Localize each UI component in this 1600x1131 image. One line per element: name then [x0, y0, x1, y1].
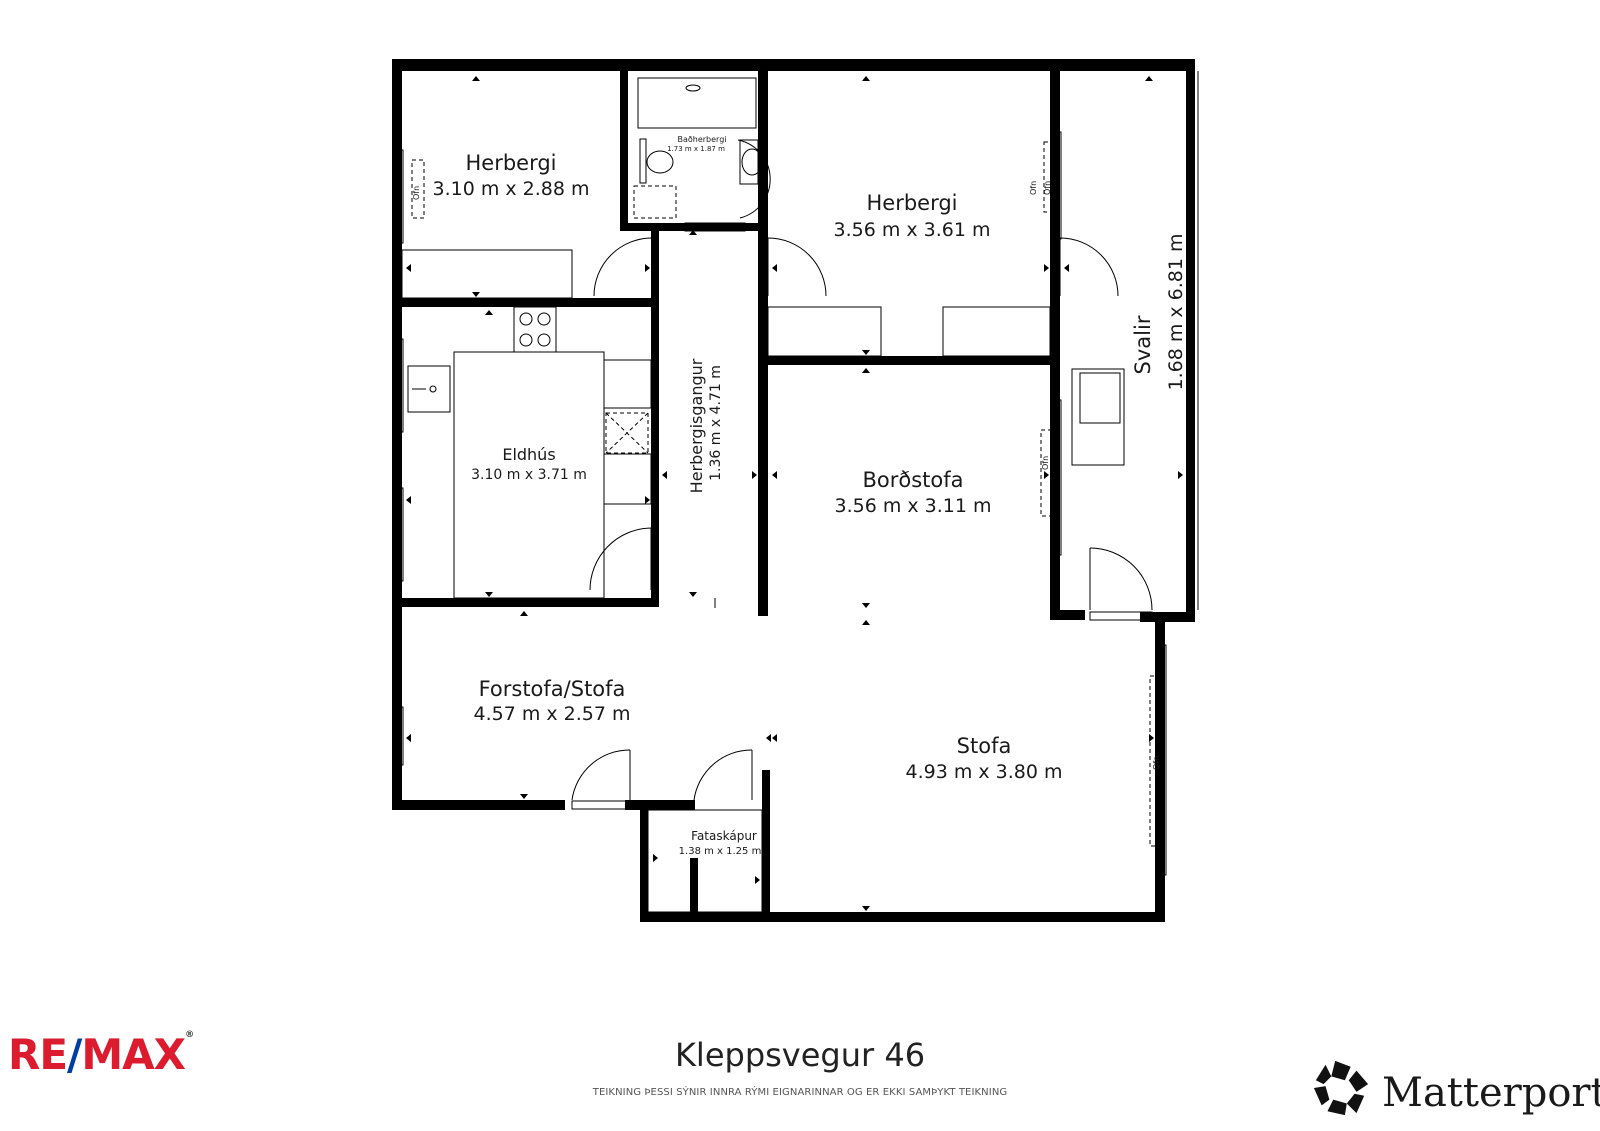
room-dim-svalir: 1.68 m x 6.81 m [1165, 233, 1187, 390]
room-dim-herbergi-1: 3.10 m x 2.88 m [432, 178, 589, 200]
matterport-logo-icon [1313, 1060, 1369, 1116]
remax-text-slash: / [67, 1030, 82, 1079]
room-label-herbergisgangur: Herbergisgangur [687, 358, 706, 493]
remax-registered-mark: ® [185, 1030, 194, 1040]
room-labels: Herbergi 3.10 m x 2.88 m Baðherbergi 1.7… [432, 135, 1187, 857]
room-label-herbergi-1: Herbergi [465, 151, 556, 175]
radiator-label: Ofn [412, 186, 421, 200]
room-label-herbergi-2: Herbergi [866, 191, 957, 215]
radiator-labels: Ofn Ofn Ofn Ofn Ofn [412, 181, 1161, 770]
room-label-forstofa: Forstofa/Stofa [479, 677, 626, 701]
room-label-svalir: Svalir [1131, 315, 1155, 374]
room-dim-stofa: 4.93 m x 3.80 m [905, 761, 1062, 783]
room-label-badherbergi: Baðherbergi [677, 135, 726, 144]
room-label-fataskapur: Fataskápur [691, 829, 757, 843]
remax-text-left: RE [8, 1030, 68, 1079]
room-label-stofa: Stofa [957, 734, 1012, 758]
room-label-bordstofa: Borðstofa [862, 468, 963, 492]
room-dim-eldhus: 3.10 m x 3.71 m [471, 467, 587, 483]
radiator-label: Ofn [1043, 181, 1052, 195]
disclaimer-note: TEIKNING ÞESSI SÝNIR INNRA RÝMI EIGNARIN… [592, 1087, 1008, 1098]
room-dim-badherbergi: 1.73 m x 1.87 m [667, 145, 725, 153]
doors [571, 139, 1153, 801]
radiator-label: Ofn [1041, 456, 1050, 470]
matterport-name: Matterport [1382, 1070, 1600, 1116]
room-dim-herbergisgangur: 1.36 m x 4.71 m [708, 365, 724, 481]
matterport-wordmark: Matterport® [1382, 1070, 1600, 1116]
remax-logo: RE/MAX® [8, 1030, 194, 1079]
windows [396, 131, 1167, 876]
room-label-eldhus: Eldhús [502, 445, 555, 464]
radiator-label: Ofn [1152, 756, 1161, 770]
room-dim-fataskapur: 1.38 m x 1.25 m [679, 846, 762, 857]
room-dim-bordstofa: 3.56 m x 3.11 m [834, 495, 991, 517]
radiators [411, 141, 1163, 847]
room-dim-forstofa: 4.57 m x 2.57 m [473, 703, 630, 725]
remax-text-right: MAX [81, 1030, 186, 1079]
room-dim-herbergi-2: 3.56 m x 3.61 m [833, 219, 990, 241]
property-address: Kleppsvegur 46 [674, 1036, 926, 1074]
dimension-markers [406, 76, 1183, 911]
fixtures [401, 71, 1199, 913]
radiator-label: Ofn [1029, 181, 1038, 195]
